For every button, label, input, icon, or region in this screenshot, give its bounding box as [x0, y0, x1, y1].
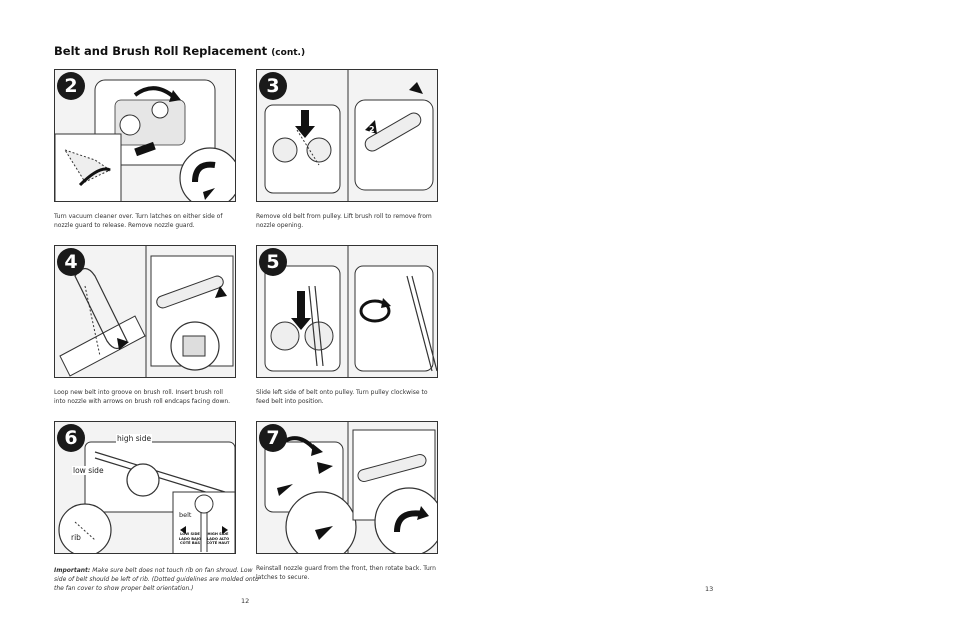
step-4: 4 Loop new belt into groove on brush rol… — [54, 245, 236, 406]
svg-text:2: 2 — [369, 125, 375, 134]
step-3-badge: 3 — [259, 72, 287, 100]
step-4-badge: 4 — [57, 248, 85, 276]
step-7: 7 Reinstall nozzle guard from the front,… — [256, 421, 438, 582]
step-6-illustration: 6 — [54, 421, 236, 554]
step-2-caption: Turn vacuum cleaner over. Turn latches o… — [54, 213, 223, 229]
step-6-badge: 6 — [57, 424, 85, 452]
important-note-label: Important: — [54, 567, 91, 574]
step-5-badge: 5 — [259, 248, 287, 276]
belt-loop-brush-roll-illustration — [59, 246, 234, 377]
step-4-illustration: 4 — [54, 245, 236, 378]
step-5-caption: Slide left side of belt onto pulley. Tur… — [256, 389, 428, 405]
belt-callout: belt — [178, 511, 193, 519]
step-7-caption: Reinstall nozzle guard from the front, t… — [256, 565, 436, 581]
page-number-left: 12 — [241, 597, 250, 605]
vacuum-underside-latch-illustration — [55, 79, 235, 201]
high-side-callout: high side — [116, 434, 153, 443]
step-5-illustration: 5 — [256, 245, 438, 378]
step-3: 3 2 Remove old belt from pulley. Lift br… — [256, 69, 438, 230]
fan-high-side-label: HIGH SIDE LADO ALTO CÔTÉ HAUT — [206, 532, 230, 545]
belt-onto-pulley-illustration — [264, 246, 437, 377]
brush-roll-removal-illustration: 2 — [264, 70, 434, 201]
step-5: 5 Slide left side of belt onto pulley. T… — [256, 245, 438, 406]
rib-callout: rib — [70, 533, 82, 542]
step-3-illustration: 3 2 — [256, 69, 438, 202]
nozzle-guard-reinstall-illustration — [264, 422, 437, 553]
step-2-illustration: 2 — [54, 69, 236, 202]
important-note: Important: Make sure belt does not touch… — [54, 566, 264, 593]
page-title-text: Belt and Brush Roll Replacement — [54, 44, 268, 58]
step-7-badge: 7 — [259, 424, 287, 452]
important-note-text: Make sure belt does not touch rib on fan… — [54, 567, 259, 592]
fan-low-side-label: LOW SIDE LADO BAJO CÔTÉ BAS — [178, 532, 202, 545]
page-title: Belt and Brush Roll Replacement (cont.) — [54, 44, 305, 58]
step-2-badge: 2 — [57, 72, 85, 100]
step-7-illustration: 7 — [256, 421, 438, 554]
page-number-right: 13 — [705, 585, 714, 593]
step-3-caption: Remove old belt from pulley. Lift brush … — [256, 213, 432, 229]
low-side-callout: low side — [72, 466, 105, 475]
page-title-suffix: (cont.) — [271, 48, 306, 58]
belt-orientation-illustration — [58, 441, 235, 553]
step-4-caption: Loop new belt into groove on brush roll.… — [54, 389, 231, 405]
step-2: 2 Turn vacuum cleaner over. Turn latches… — [54, 69, 236, 230]
step-6: 6 — [54, 421, 236, 554]
